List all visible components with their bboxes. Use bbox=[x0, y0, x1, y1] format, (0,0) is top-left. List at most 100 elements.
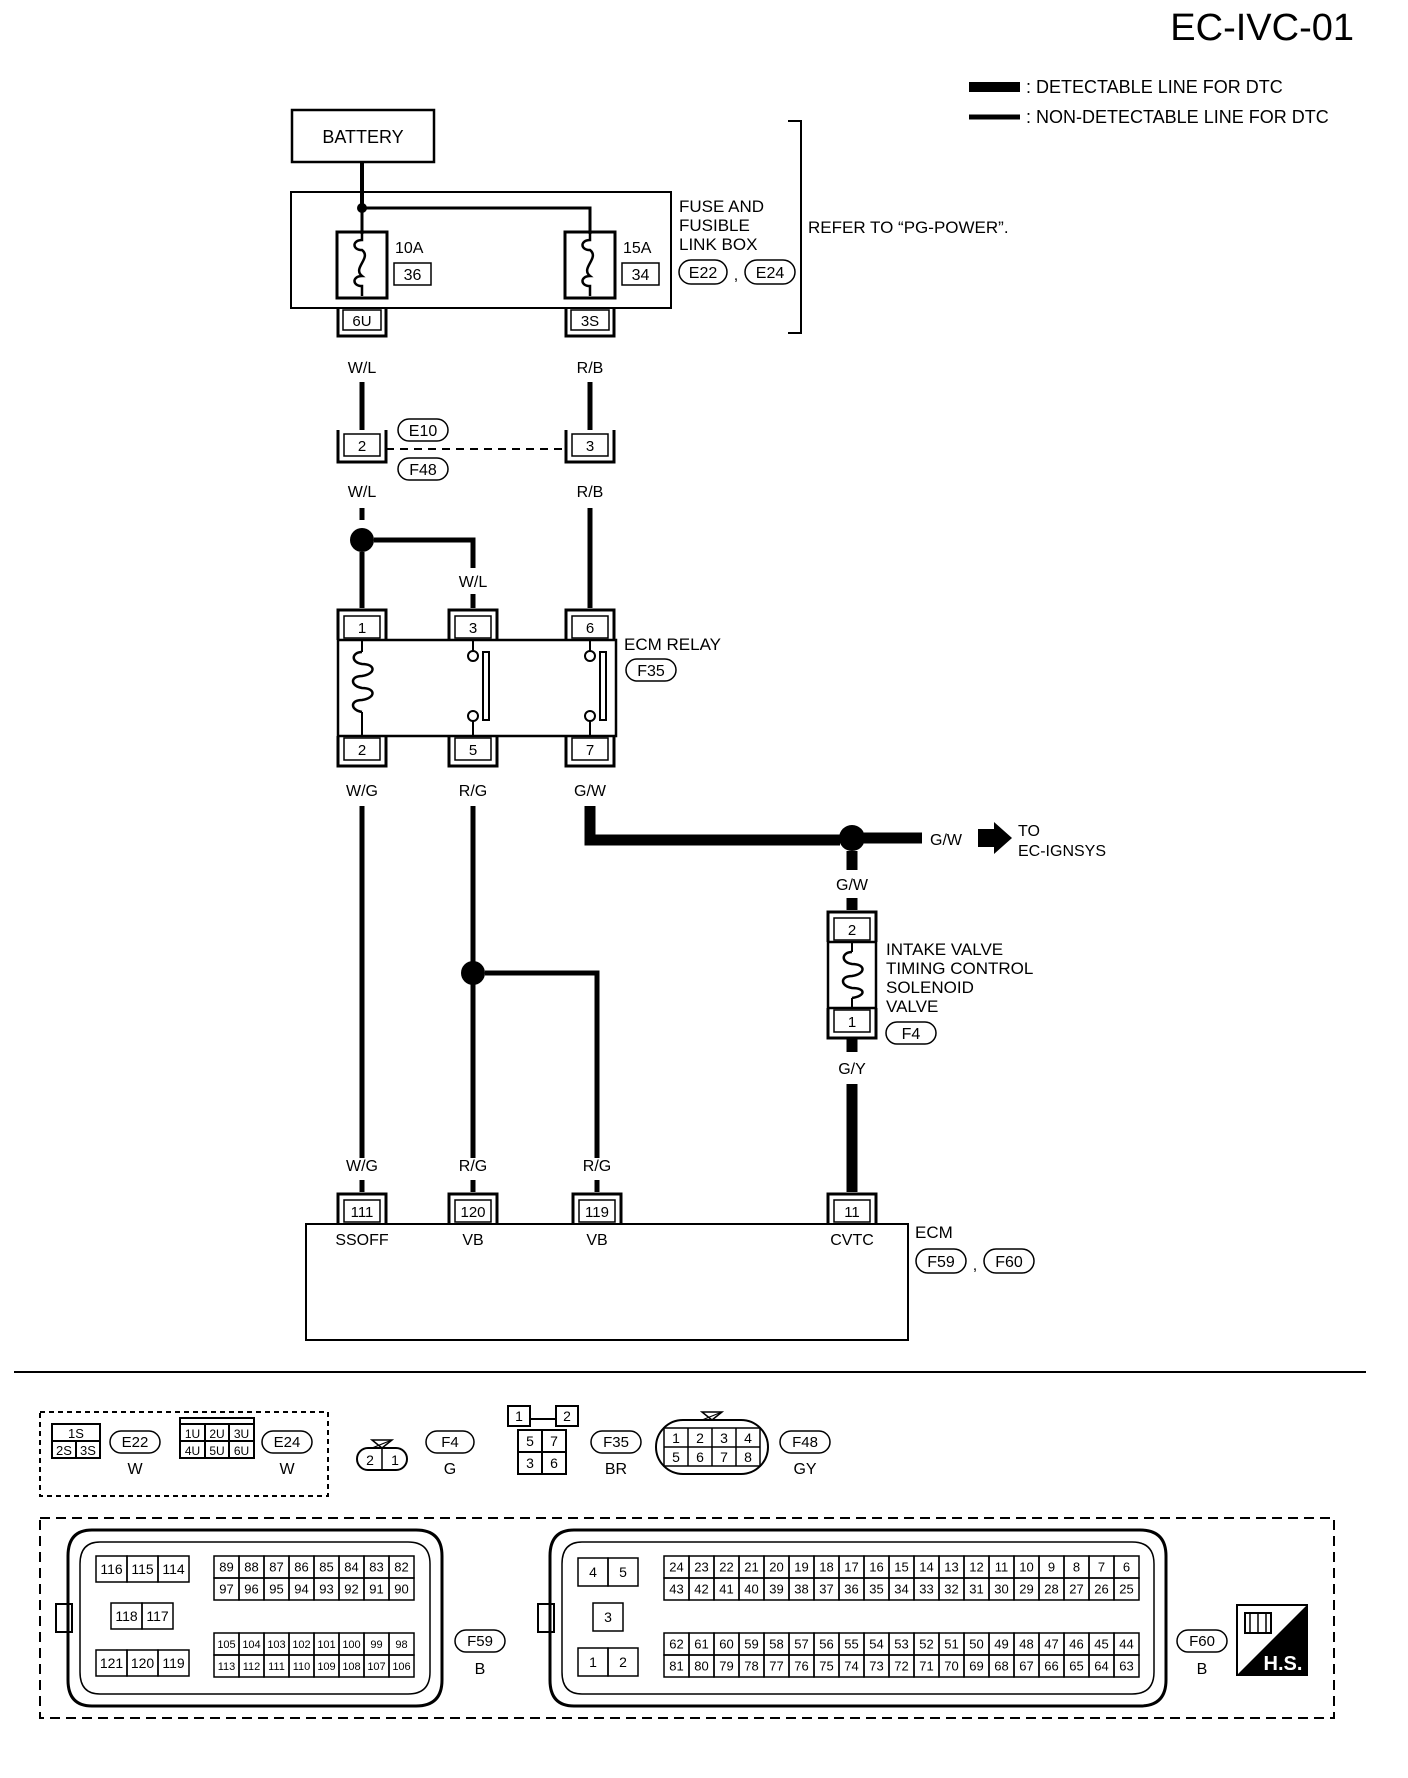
connector-f48: 1 2 3 4 5 6 7 8 F48 GY bbox=[655, 1411, 831, 1478]
svg-text:W/G: W/G bbox=[346, 783, 378, 800]
fuse-10a-number: 36 bbox=[404, 267, 422, 284]
pin-label: 3 bbox=[604, 1609, 612, 1625]
relay-pin-1: 1 bbox=[336, 608, 388, 640]
to-ignsys-arrow bbox=[978, 822, 1012, 854]
svg-text:SSOFF: SSOFF bbox=[335, 1232, 389, 1249]
relay-pin-5: 5 bbox=[447, 736, 499, 768]
pin-label: 53 bbox=[894, 1637, 908, 1652]
pin-label: 17 bbox=[844, 1560, 858, 1575]
svg-text:2S: 2S bbox=[56, 1443, 72, 1458]
svg-text:1: 1 bbox=[515, 1408, 523, 1424]
svg-text:W/L: W/L bbox=[348, 484, 377, 501]
pin-cell bbox=[607, 1557, 639, 1587]
connector-f4: 2 1 F4 G bbox=[356, 1430, 475, 1478]
svg-text:VB: VB bbox=[586, 1232, 607, 1249]
hs-badge: H.S. bbox=[1236, 1604, 1308, 1676]
pin-label: 82 bbox=[394, 1560, 408, 1575]
pin-label: 5 bbox=[619, 1564, 627, 1580]
pin-label: 80 bbox=[694, 1659, 708, 1674]
svg-text:3: 3 bbox=[526, 1455, 534, 1471]
battery: BATTERY bbox=[290, 108, 436, 164]
pin-label: 95 bbox=[269, 1582, 283, 1597]
pin-label: 75 bbox=[819, 1659, 833, 1674]
svg-text:2U: 2U bbox=[209, 1427, 224, 1441]
pin-label: 99 bbox=[370, 1639, 382, 1651]
splice-rg bbox=[461, 961, 485, 985]
ecm-connector-f59: F59 bbox=[927, 1254, 955, 1271]
pin-label: 4 bbox=[589, 1564, 597, 1580]
pin-label: 39 bbox=[769, 1582, 783, 1597]
pin-label: 7 bbox=[1098, 1560, 1105, 1575]
pin-label: 112 bbox=[243, 1661, 261, 1673]
pin-label: 105 bbox=[217, 1639, 235, 1651]
pin-label: 91 bbox=[369, 1582, 383, 1597]
pin-label: 32 bbox=[944, 1582, 958, 1597]
relay-pin-6: 6 bbox=[564, 608, 616, 640]
pin-label: 117 bbox=[146, 1608, 169, 1624]
pin-label: 89 bbox=[219, 1560, 233, 1575]
svg-text:7: 7 bbox=[720, 1449, 728, 1465]
svg-text:TO: TO bbox=[1018, 823, 1040, 840]
svg-text:120: 120 bbox=[460, 1204, 485, 1221]
pin-label: 24 bbox=[669, 1560, 683, 1575]
pin-label: 50 bbox=[969, 1637, 983, 1652]
svg-text:1U: 1U bbox=[185, 1427, 200, 1441]
pin-label: 60 bbox=[719, 1637, 733, 1652]
pin-label: 102 bbox=[292, 1639, 310, 1651]
pin-label: 36 bbox=[844, 1582, 858, 1597]
pin-label: 22 bbox=[719, 1560, 733, 1575]
reference-bracket bbox=[788, 120, 802, 334]
svg-text:6: 6 bbox=[696, 1449, 704, 1465]
svg-text:G/W: G/W bbox=[574, 783, 607, 800]
svg-text:B: B bbox=[1197, 1661, 1208, 1678]
pin-cell bbox=[1113, 1654, 1140, 1678]
fuse-15a: 15A 34 bbox=[563, 230, 660, 300]
relay-pin-2: 2 bbox=[336, 736, 388, 768]
pin-label: 71 bbox=[919, 1659, 933, 1674]
svg-text:6U: 6U bbox=[352, 313, 371, 330]
svg-text:G: G bbox=[444, 1461, 456, 1478]
svg-text:3: 3 bbox=[469, 620, 477, 637]
svg-text:7: 7 bbox=[586, 742, 594, 759]
pin-cell bbox=[157, 1555, 190, 1583]
svg-text:5: 5 bbox=[672, 1449, 680, 1465]
pin-label: 70 bbox=[944, 1659, 958, 1674]
svg-text:F4: F4 bbox=[441, 1434, 459, 1451]
legend: : DETECTABLE LINE FOR DTC : NON-DETECTAB… bbox=[969, 77, 1329, 127]
ecm-terminal-11: 11 CVTC bbox=[826, 1192, 878, 1249]
battery-label: BATTERY bbox=[322, 127, 403, 147]
pin-label: 6 bbox=[1123, 1560, 1130, 1575]
f60-small-mid: 3 bbox=[592, 1602, 624, 1632]
fuse-box-connector-e22: E22 bbox=[689, 265, 718, 282]
svg-text:111: 111 bbox=[351, 1204, 374, 1221]
pin-label: 115 bbox=[131, 1561, 154, 1577]
svg-text:R/G: R/G bbox=[583, 1158, 611, 1175]
pin-label: 69 bbox=[969, 1659, 983, 1674]
pin-cell bbox=[592, 1602, 624, 1632]
connector-f35: 1 2 5 7 3 6 F35 BR bbox=[507, 1405, 642, 1478]
svg-text:3S: 3S bbox=[581, 313, 599, 330]
svg-text:4U: 4U bbox=[185, 1444, 200, 1458]
pin-label: 72 bbox=[894, 1659, 908, 1674]
svg-text:TIMING CONTROL: TIMING CONTROL bbox=[886, 959, 1033, 978]
svg-text:11: 11 bbox=[844, 1204, 860, 1221]
pin-label: 111 bbox=[268, 1661, 285, 1673]
pin-label: 92 bbox=[344, 1582, 358, 1597]
svg-text:EC-IGNSYS: EC-IGNSYS bbox=[1018, 843, 1106, 860]
pin-label: 13 bbox=[944, 1560, 958, 1575]
pin-label: 114 bbox=[162, 1561, 185, 1577]
pin-label: 88 bbox=[244, 1560, 258, 1575]
pin-label: 103 bbox=[267, 1639, 285, 1651]
pin-label: 57 bbox=[794, 1637, 808, 1652]
pin-label: 78 bbox=[744, 1659, 758, 1674]
svg-text:GY: GY bbox=[793, 1461, 816, 1478]
svg-text:2: 2 bbox=[563, 1408, 571, 1424]
svg-text:W/L: W/L bbox=[348, 360, 377, 377]
svg-text:1: 1 bbox=[358, 620, 366, 637]
svg-text:,: , bbox=[734, 267, 738, 284]
pin-label: 12 bbox=[969, 1560, 983, 1575]
